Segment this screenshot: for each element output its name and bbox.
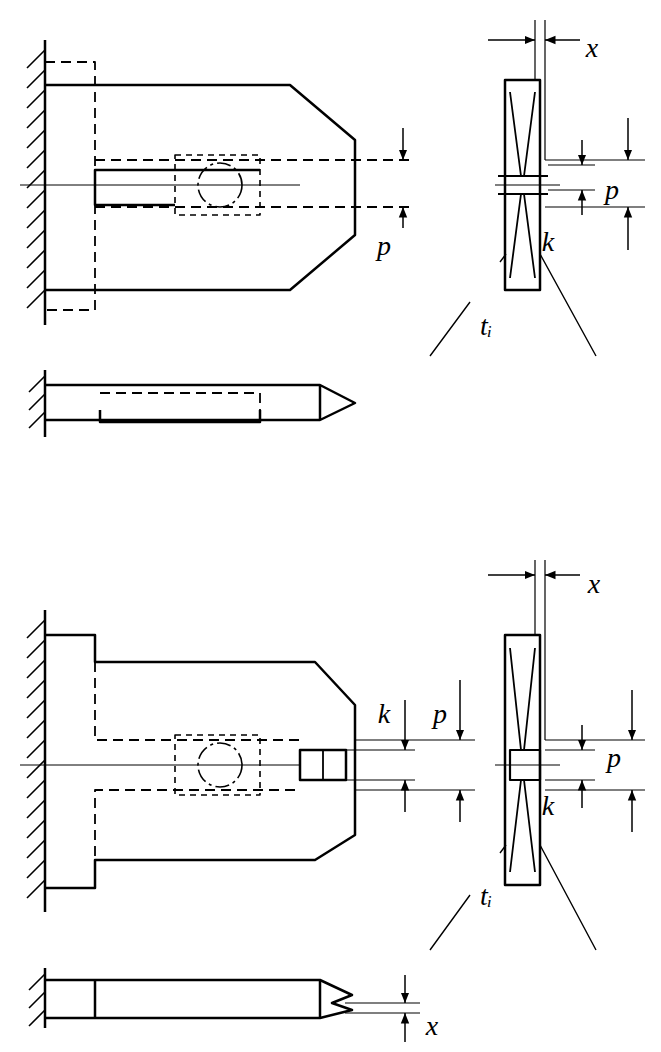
dimension-label: tᵢ (480, 312, 492, 340)
dimension-label: p (607, 744, 621, 772)
dimension-label: x (426, 1012, 438, 1040)
dimension-label: p (377, 232, 391, 260)
dimension-label: x (586, 34, 598, 62)
dimension-label: k (542, 792, 554, 820)
dimension-label: tᵢ (480, 882, 492, 910)
dimension-label: k (542, 228, 554, 256)
dimension-label: p (433, 700, 447, 728)
dimension-label: k (378, 700, 390, 728)
dimension-label: p (605, 176, 619, 204)
dimension-label: x (588, 570, 600, 598)
